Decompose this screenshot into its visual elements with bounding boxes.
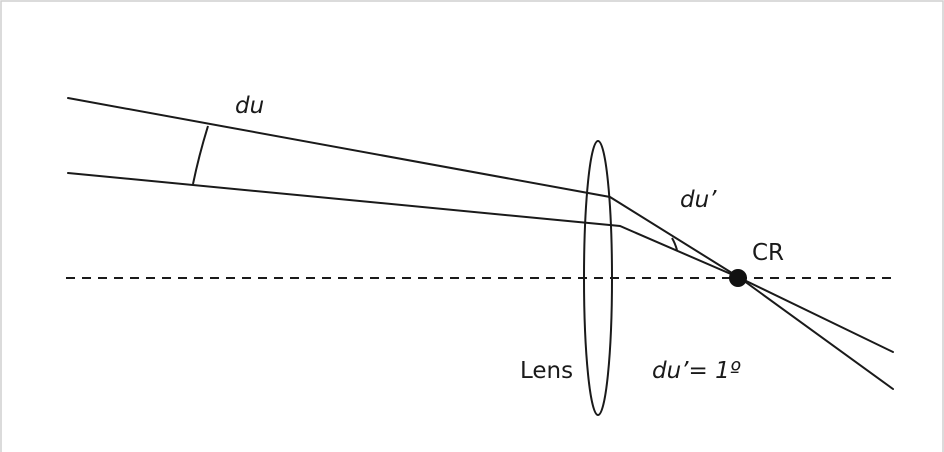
center-of-rotation-point [729, 269, 747, 287]
lens [583, 140, 613, 416]
upper-ray [67, 97, 894, 353]
du-angle-arc [192, 125, 209, 185]
du-prime-value-label: du’= 1º [652, 358, 741, 384]
du-label: du [235, 93, 264, 119]
lens-label: Lens [520, 358, 573, 384]
du-prime-angle-arc [671, 237, 678, 251]
cr-label: CR [752, 240, 784, 266]
lower-ray [67, 172, 894, 390]
du-prime-label: du’ [680, 187, 717, 213]
